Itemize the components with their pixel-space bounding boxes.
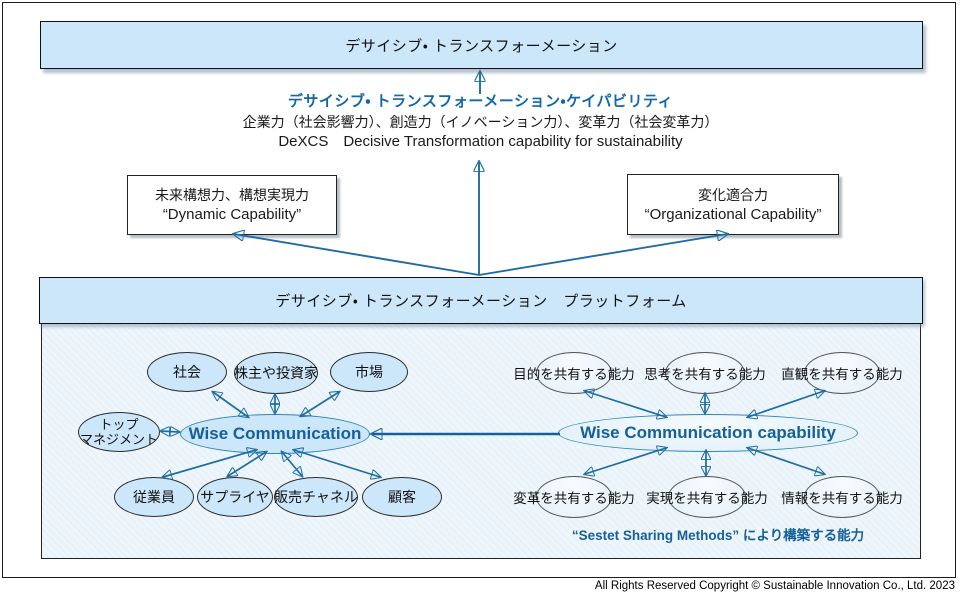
node-customers: 顧客 (362, 477, 442, 517)
node-share-purpose: 目的を共有する能力 (513, 352, 635, 394)
node-wise-communication-capability: Wise Communication capability (558, 414, 858, 452)
platform-title: デサイシブ・ トランスフォーメーション プラットフォーム (275, 293, 687, 310)
node-share-intuition: 直観を共有する能力 (781, 352, 903, 394)
node-share-transformation: 変革を共有する能力 (513, 476, 635, 518)
node-share-realization: 実現を共有する能力 (646, 476, 768, 518)
node-suppliers: サプライヤ (197, 477, 273, 517)
organizational-capability-en: “Organizational Capability” (644, 205, 822, 223)
dynamic-capability-box: 未来構想力、構想実現力 “Dynamic Capability” (127, 175, 337, 235)
node-wise-communication: Wise Communication (180, 414, 370, 454)
capability-subtitle: 企業力（社会影響力）、創造力（イノベーション力）、変革力（社会変革力） (242, 114, 719, 130)
node-top-management: トップ マネジメント (78, 412, 160, 452)
organizational-capability-jp: 変化適合力 (698, 186, 768, 203)
capability-subtitle-en: DeXCS Decisive Transformation capability… (278, 133, 683, 150)
top-management-line2: マネジメント (79, 432, 158, 447)
top-banner: デサイシブ・ トランスフォーメーション (40, 21, 923, 69)
node-society: 社会 (147, 352, 227, 392)
node-sales-channels: 販売チャネル (274, 477, 358, 517)
organizational-capability-box: 変化適合力 “Organizational Capability” (627, 174, 839, 235)
capability-heading: デサイシブ・ トランスフォーメーション・ケイパビリティ 企業力（社会影響力）、創… (0, 92, 961, 152)
top-banner-label: デサイシブ・ トランスフォーメーション (345, 37, 618, 55)
sestet-note: “Sestet Sharing Methods” により構築する能力 (571, 528, 865, 543)
copyright-text: All Rights Reserved Copyright © Sustaina… (594, 580, 955, 592)
dynamic-capability-en: “Dynamic Capability” (162, 206, 302, 223)
node-shareholders: 株主や投資家 (234, 352, 318, 394)
top-management-label: トップ マネジメント (80, 417, 158, 447)
node-market: 市場 (330, 352, 408, 392)
top-management-line1: トップ (99, 417, 139, 432)
capability-title: デサイシブ・ トランスフォーメーション・ケイパビリティ (287, 93, 674, 110)
dynamic-capability-jp: 未来構想力、構想実現力 (155, 187, 309, 203)
platform-title-bar: デサイシブ・ トランスフォーメーション プラットフォーム (39, 277, 923, 324)
node-share-information: 情報を共有する能力 (781, 476, 903, 518)
node-share-thinking: 思考を共有する能力 (644, 352, 766, 394)
node-employees: 従業員 (114, 477, 194, 517)
